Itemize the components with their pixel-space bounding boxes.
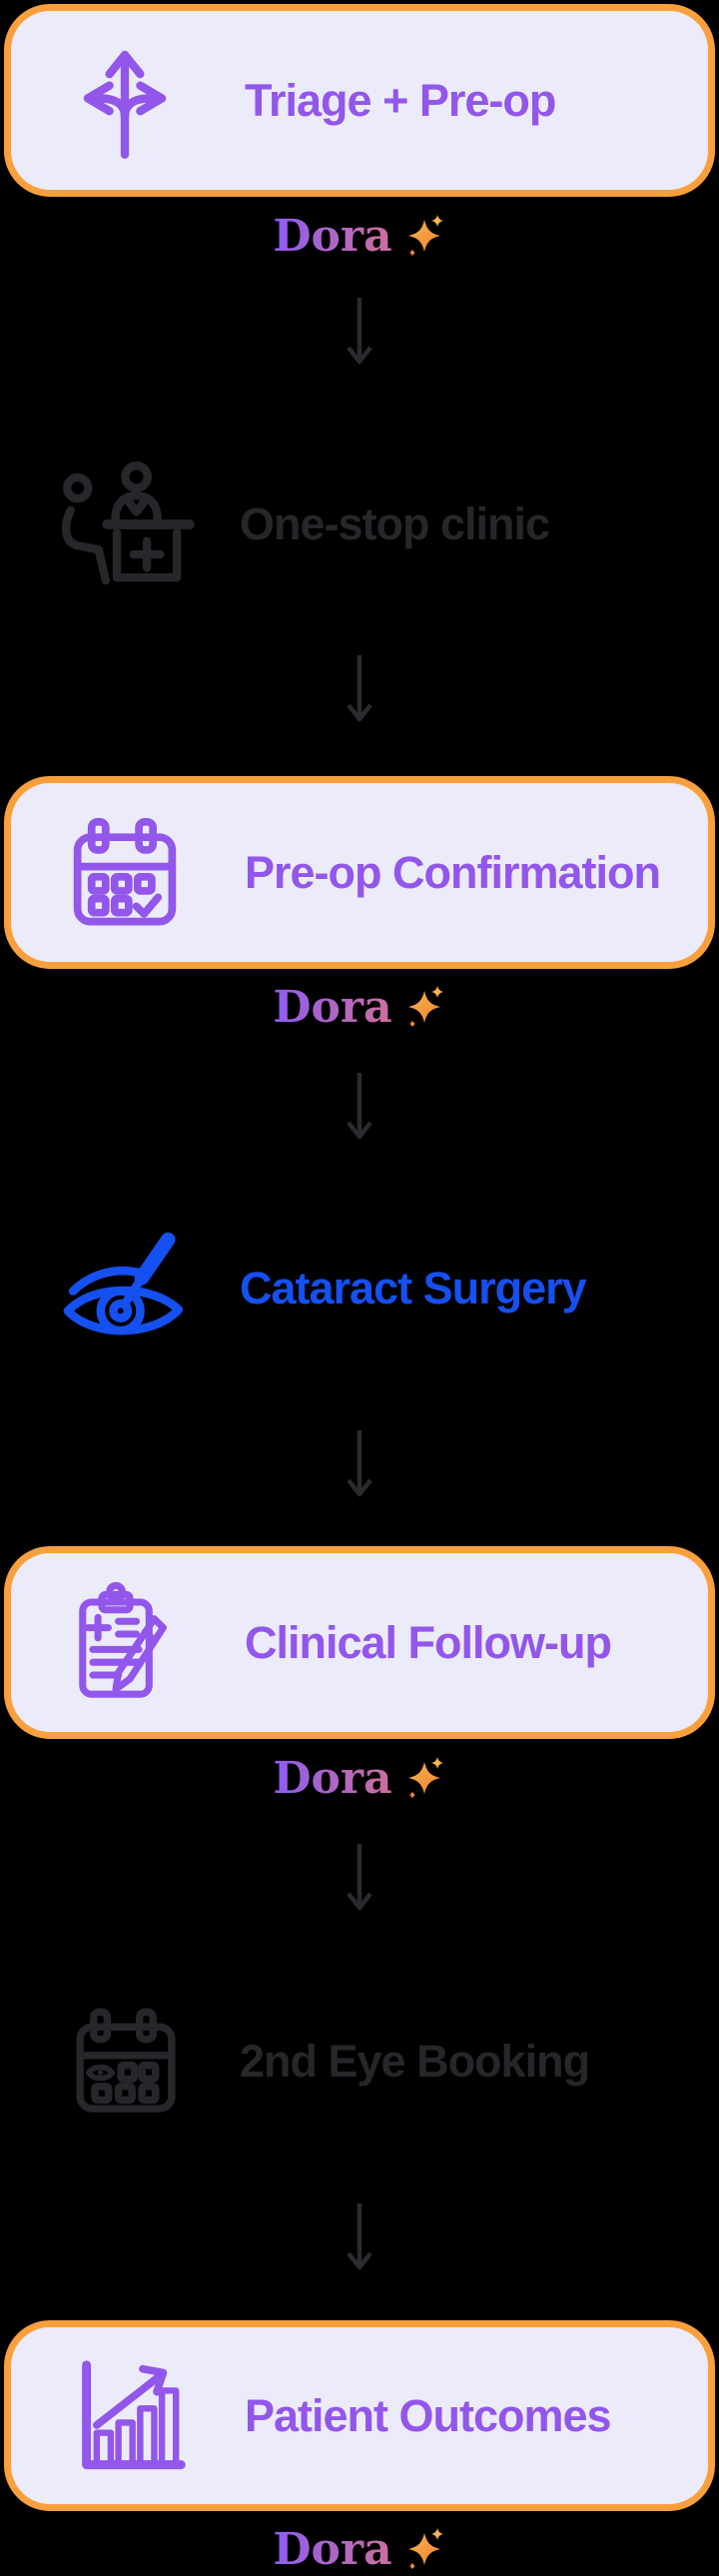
- bar-chart-growth-icon: [61, 2348, 189, 2484]
- branching-arrows-icon: [61, 33, 189, 169]
- down-arrow-icon: [0, 1071, 719, 1149]
- reception-desk-icon: [46, 454, 202, 594]
- eye-surgery-icon: [56, 1223, 196, 1354]
- stage-2nd-eye-booking: 2nd Eye Booking: [0, 1994, 719, 2130]
- stage-cataract-surgery: Cataract Surgery: [0, 1221, 719, 1355]
- down-arrow-icon: [0, 1428, 719, 1506]
- stage-one-stop-clinic: One-stop clinic: [0, 451, 719, 596]
- dora-wordmark: Dora: [273, 2524, 392, 2575]
- stage-label: Cataract Surgery: [240, 1262, 587, 1313]
- stage-label: Patient Outcomes: [245, 2389, 612, 2441]
- clipboard-pencil-icon: [61, 1575, 189, 1711]
- sparkle-icon: [402, 2526, 446, 2574]
- stage-patient-outcomes: Patient Outcomes: [4, 2320, 715, 2511]
- stage-label: One-stop clinic: [240, 497, 550, 549]
- stage-pre-op-confirmation: Pre-op Confirmation: [4, 776, 715, 969]
- dora-wordmark: Dora: [273, 1753, 392, 1804]
- stage-label: Pre-op Confirmation: [245, 846, 661, 898]
- dora-caption: Dora: [0, 983, 719, 1033]
- down-arrow-icon: [0, 1842, 719, 1920]
- calendar-check-icon: [61, 805, 189, 941]
- dora-wordmark: Dora: [273, 211, 392, 262]
- sparkle-icon: [402, 984, 446, 1032]
- calendar-eye-icon: [64, 1995, 188, 2129]
- stage-label: Clinical Follow-up: [245, 1616, 612, 1668]
- down-arrow-icon: [0, 653, 719, 731]
- sparkle-icon: [402, 213, 446, 261]
- sparkle-icon: [402, 1755, 446, 1803]
- down-arrow-icon: [0, 2201, 719, 2279]
- dora-wordmark: Dora: [273, 982, 392, 1033]
- down-arrow-icon: [0, 296, 719, 374]
- dora-caption: Dora: [0, 2525, 719, 2575]
- stage-label: 2nd Eye Booking: [240, 2036, 590, 2087]
- stage-triage-pre-op: Triage + Pre-op: [4, 4, 715, 197]
- dora-caption: Dora: [0, 212, 719, 262]
- dora-caption: Dora: [0, 1754, 719, 1804]
- stage-label: Triage + Pre-op: [245, 74, 556, 126]
- stage-clinical-follow-up: Clinical Follow-up: [4, 1546, 715, 1739]
